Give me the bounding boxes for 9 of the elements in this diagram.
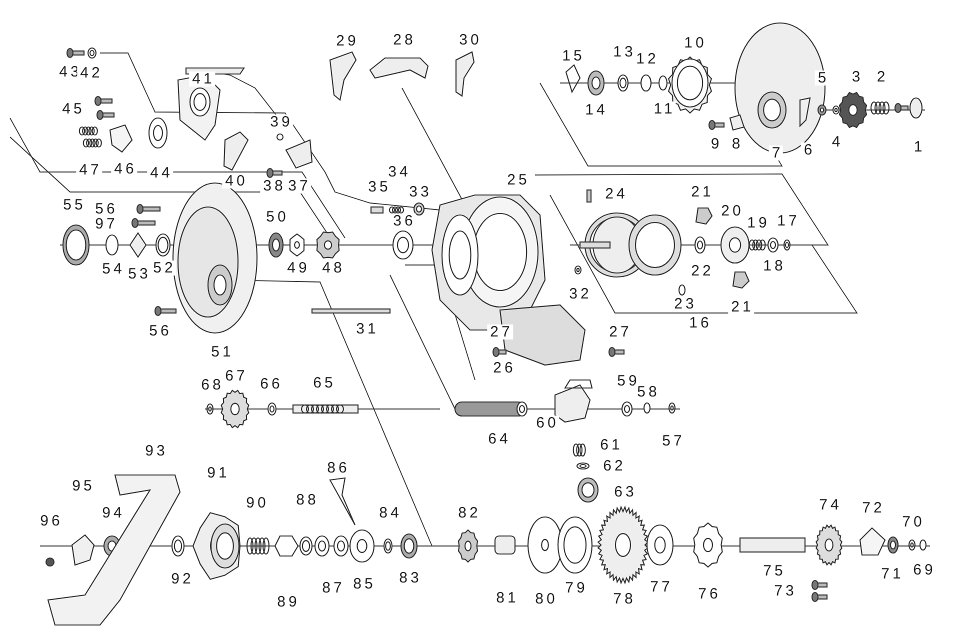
callout-number: 27 — [487, 324, 513, 340]
callout-number: 7 — [768, 146, 784, 160]
callout-number: 44 — [147, 166, 173, 180]
callout-number: 41 — [189, 72, 215, 86]
callout-number: 47 — [76, 162, 102, 178]
callout-number: 38 — [260, 178, 286, 194]
callout-number: 46 — [111, 162, 137, 176]
callout-number: 37 — [285, 178, 311, 194]
callout-number: 21 — [728, 300, 754, 314]
